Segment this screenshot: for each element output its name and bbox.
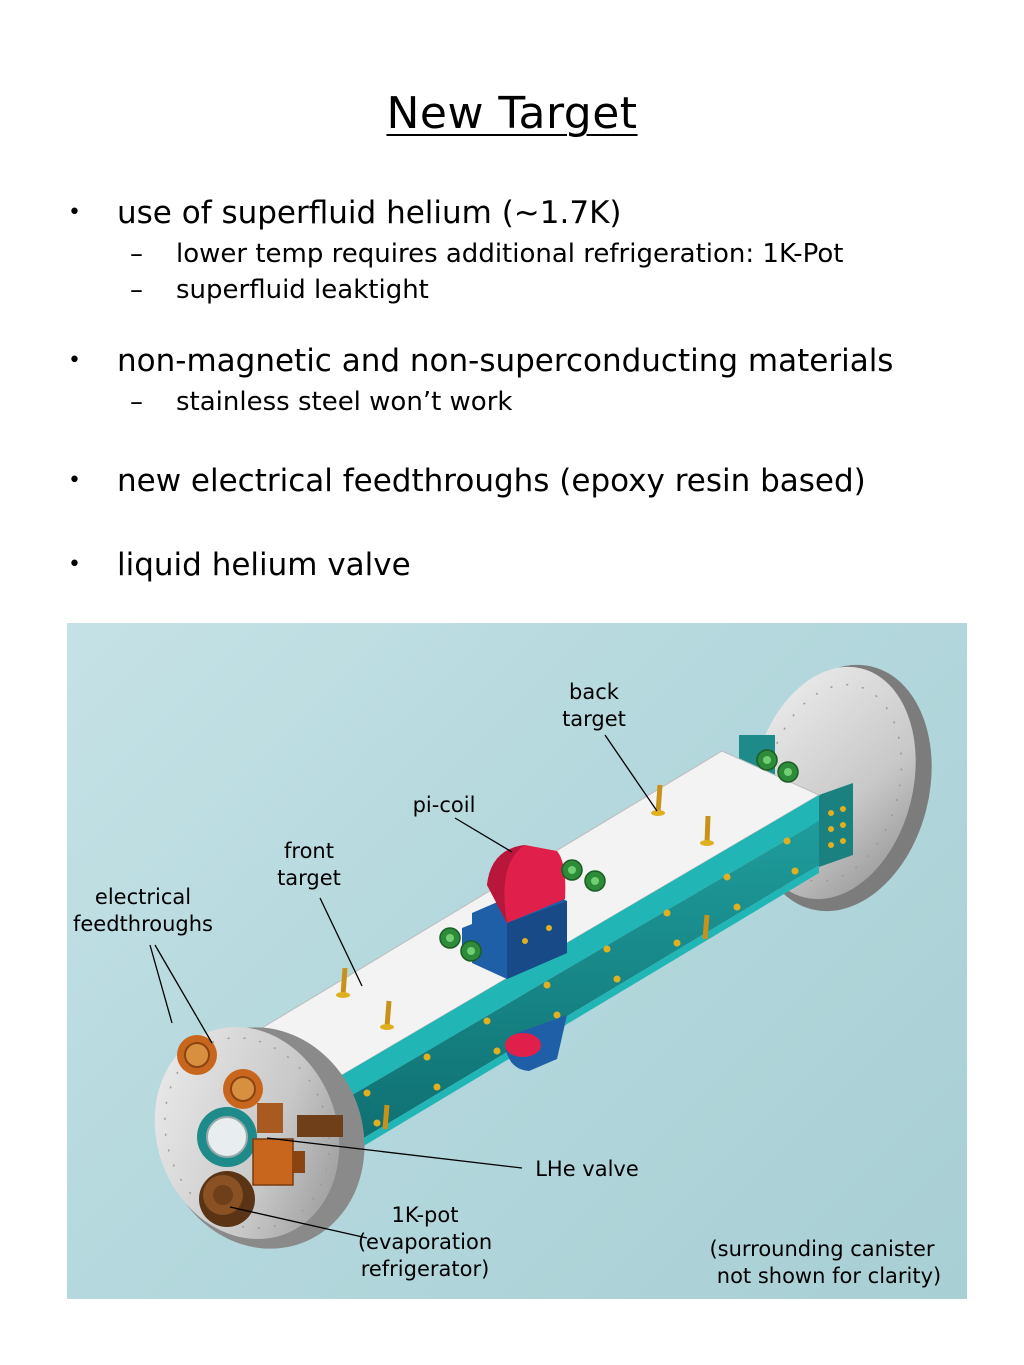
label-pi-coil: pi-coil (413, 793, 476, 817)
label-pi-coil-line1: pi-coil (413, 793, 476, 817)
bullet-item: • liquid helium valve (64, 542, 964, 588)
bullet-item: • non-magnetic and non-superconducting ma… (64, 338, 964, 384)
lhe-valve (252, 1103, 343, 1186)
label-1k-pot-line3: refrigerator) (361, 1257, 490, 1281)
bullet-text: non-magnetic and non-superconducting mat… (117, 343, 894, 379)
dash-icon: – (130, 387, 143, 417)
fittings (439, 749, 799, 962)
label-feedthroughs-line2: feedthroughs (73, 912, 213, 936)
label-1k-pot-line1: 1K-pot (392, 1203, 459, 1227)
label-back-target-line1: back (569, 680, 620, 704)
sub-bullet-text: superfluid leaktight (176, 275, 429, 305)
label-one-k-pot: 1K-pot (evaporation refrigerator) (358, 1203, 492, 1281)
dash-icon: – (130, 275, 143, 305)
target-assembly-drawing: back target pi-coil front target electri… (73, 664, 941, 1288)
one-k-pot (199, 1171, 255, 1227)
sub-bullet-item: – stainless steel won’t work (64, 384, 964, 420)
label-back-target-line2: target (562, 707, 626, 731)
sub-bullet-text: lower temp requires additional refrigera… (176, 239, 844, 269)
label-back-target: back target (562, 680, 626, 731)
label-lhe-valve: LHe valve (535, 1157, 639, 1181)
sub-bullet-item: – superfluid leaktight (64, 272, 964, 308)
bullet-item: • use of superfluid helium (~1.7K) (64, 190, 964, 236)
label-feedthroughs-line1: electrical (95, 885, 191, 909)
label-front-target-line2: target (277, 866, 341, 890)
feedthrough-lower (223, 1069, 263, 1109)
flange-port (197, 1107, 257, 1167)
bullet-icon: • (68, 468, 81, 493)
target-cad-figure: back target pi-coil front target electri… (67, 623, 967, 1299)
bullet-icon: • (68, 200, 81, 225)
pi-coil (462, 845, 567, 1071)
sub-bullet-item: – lower temp requires additional refriger… (64, 236, 964, 272)
leader-lines (149, 734, 658, 1239)
bullet-text: use of superfluid helium (~1.7K) (117, 195, 622, 231)
label-lhe-valve-line1: LHe valve (535, 1157, 639, 1181)
beam-bolts (363, 837, 799, 1127)
page-title: New Target (386, 88, 638, 139)
label-note-line2: not shown for clarity) (717, 1264, 941, 1288)
bullet-list: • use of superfluid helium (~1.7K) – lower… (64, 190, 964, 588)
bullet-icon: • (68, 348, 81, 373)
bullet-item: • new electrical feedthroughs (epoxy resi… (64, 458, 964, 504)
dash-icon: – (130, 239, 143, 269)
feedthrough-upper (177, 1035, 217, 1075)
bullet-icon: • (68, 552, 81, 577)
label-note: (surrounding canister not shown for clar… (709, 1237, 941, 1288)
label-note-line1: (surrounding canister (709, 1237, 934, 1261)
label-electrical-feedthroughs: electrical feedthroughs (73, 885, 213, 936)
target-pins (340, 784, 711, 1130)
label-1k-pot-line2: (evaporation (358, 1230, 492, 1254)
front-flange (154, 1026, 365, 1249)
bullet-text: new electrical feedthroughs (epoxy resin… (117, 463, 866, 499)
sub-bullet-text: stainless steel won’t work (176, 387, 513, 417)
bullet-text: liquid helium valve (117, 547, 411, 583)
label-front-target: front target (277, 839, 341, 890)
pin-bases (336, 810, 714, 1030)
label-front-target-line1: front (284, 839, 334, 863)
